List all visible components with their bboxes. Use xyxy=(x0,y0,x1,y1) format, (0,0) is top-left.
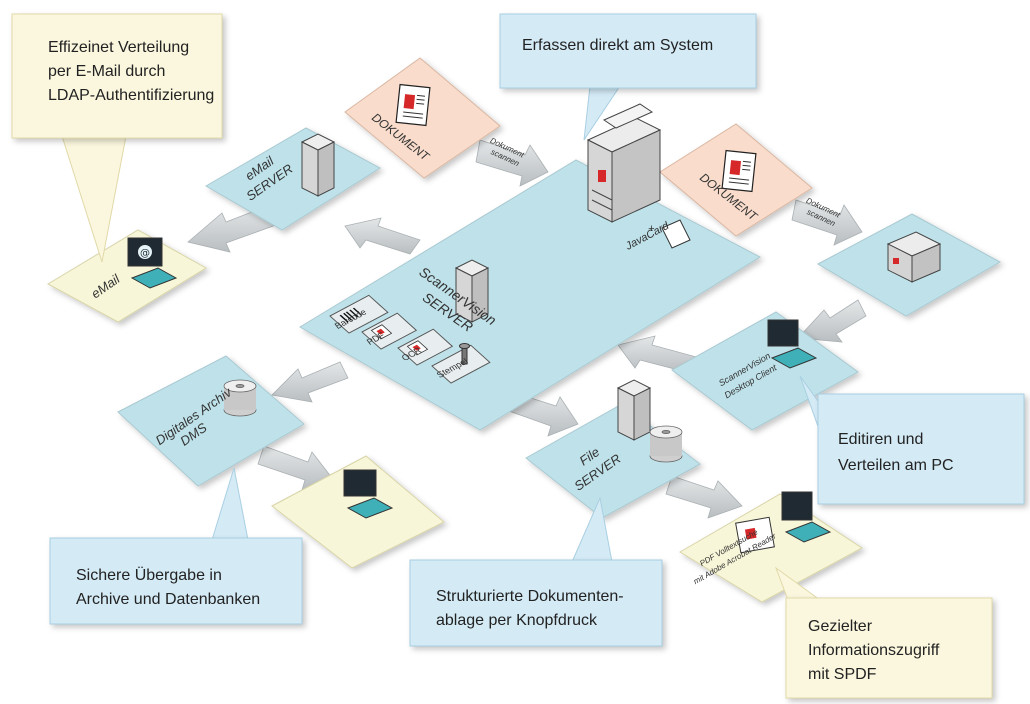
callout-email-line3: LDAP-Authentifizierung xyxy=(48,87,214,104)
module-ocr xyxy=(397,328,454,366)
callout-edit: Editiren und Verteilen am PC xyxy=(799,375,1025,505)
email-monitor-icon: @ xyxy=(127,237,178,289)
document-icon xyxy=(395,83,431,127)
document-icon xyxy=(721,149,757,193)
callout-archive-line1: Sichere Übergabe in xyxy=(76,566,222,584)
disc-stack-icon xyxy=(223,379,257,417)
arrow-fileserver-to-pdf xyxy=(665,475,743,519)
callout-archive: Sichere Übergabe in Archive und Datenban… xyxy=(49,467,303,625)
module-barcode xyxy=(329,294,389,334)
javacard-icon xyxy=(661,219,691,249)
callout-filing: Strukturierte Dokumenten- ablage per Kno… xyxy=(409,496,663,647)
platform-email-server xyxy=(205,127,381,231)
callout-filing-line2: ablage per Knopfdruck xyxy=(436,612,598,629)
callout-email-line1: Effizeinet Verteilung xyxy=(48,39,189,56)
workstation-monitor-icon xyxy=(343,469,394,519)
callout-edit-line1: Editiren und xyxy=(838,431,923,448)
arrow-main-to-archive xyxy=(271,361,349,403)
callout-edit-line2: Verteilen am PC xyxy=(838,457,954,474)
callout-access-line2: Informationszugriff xyxy=(808,642,940,659)
small-printer-icon xyxy=(886,231,942,283)
disc-stack-icon xyxy=(649,425,683,463)
javacard-plus: + xyxy=(648,223,655,235)
callout-email-line2: per E-Mail durch xyxy=(48,63,165,80)
callout-access-line3: mit SPDF xyxy=(808,666,877,683)
callout-access: Gezielter Informationszugriff mit SPDF xyxy=(774,566,993,699)
callout-capture-line1: Erfassen direkt am System xyxy=(522,37,713,54)
callout-access-line1: Gezielter xyxy=(808,618,873,635)
mfp-printer-icon xyxy=(586,103,662,223)
platform-archive xyxy=(117,355,305,487)
pdf-monitor-icon xyxy=(735,491,832,554)
arrow-main-to-emailserver xyxy=(344,217,421,255)
arrow-printer-to-desktop xyxy=(797,299,867,343)
email-server-icon xyxy=(300,133,336,197)
callout-capture: Erfassen direkt am System xyxy=(499,13,757,141)
platform-pdf xyxy=(679,493,863,603)
module-pdf xyxy=(361,312,418,350)
arrow-doc1-to-main xyxy=(475,139,549,187)
module-stamp xyxy=(431,344,491,384)
arrow-emailserver-to-email xyxy=(187,204,277,253)
platform-email xyxy=(46,229,207,323)
file-server-icon xyxy=(616,379,652,441)
desktop-monitor-icon xyxy=(767,319,818,369)
module-tiles xyxy=(329,294,491,384)
scannervision-server-icon xyxy=(454,259,490,323)
callout-email-distribution: Effizeinet Verteilung per E-Mail durch L… xyxy=(11,13,223,263)
callout-filing-line1: Strukturierte Dokumenten- xyxy=(436,588,624,605)
platforms xyxy=(46,127,1002,603)
callout-archive-line2: Archive und Datenbanken xyxy=(76,591,260,608)
platform-desktop-client xyxy=(671,311,859,431)
svg-text:@: @ xyxy=(140,248,150,259)
arrow-doc2-to-printer xyxy=(791,199,863,246)
stamp-icon xyxy=(459,343,470,365)
